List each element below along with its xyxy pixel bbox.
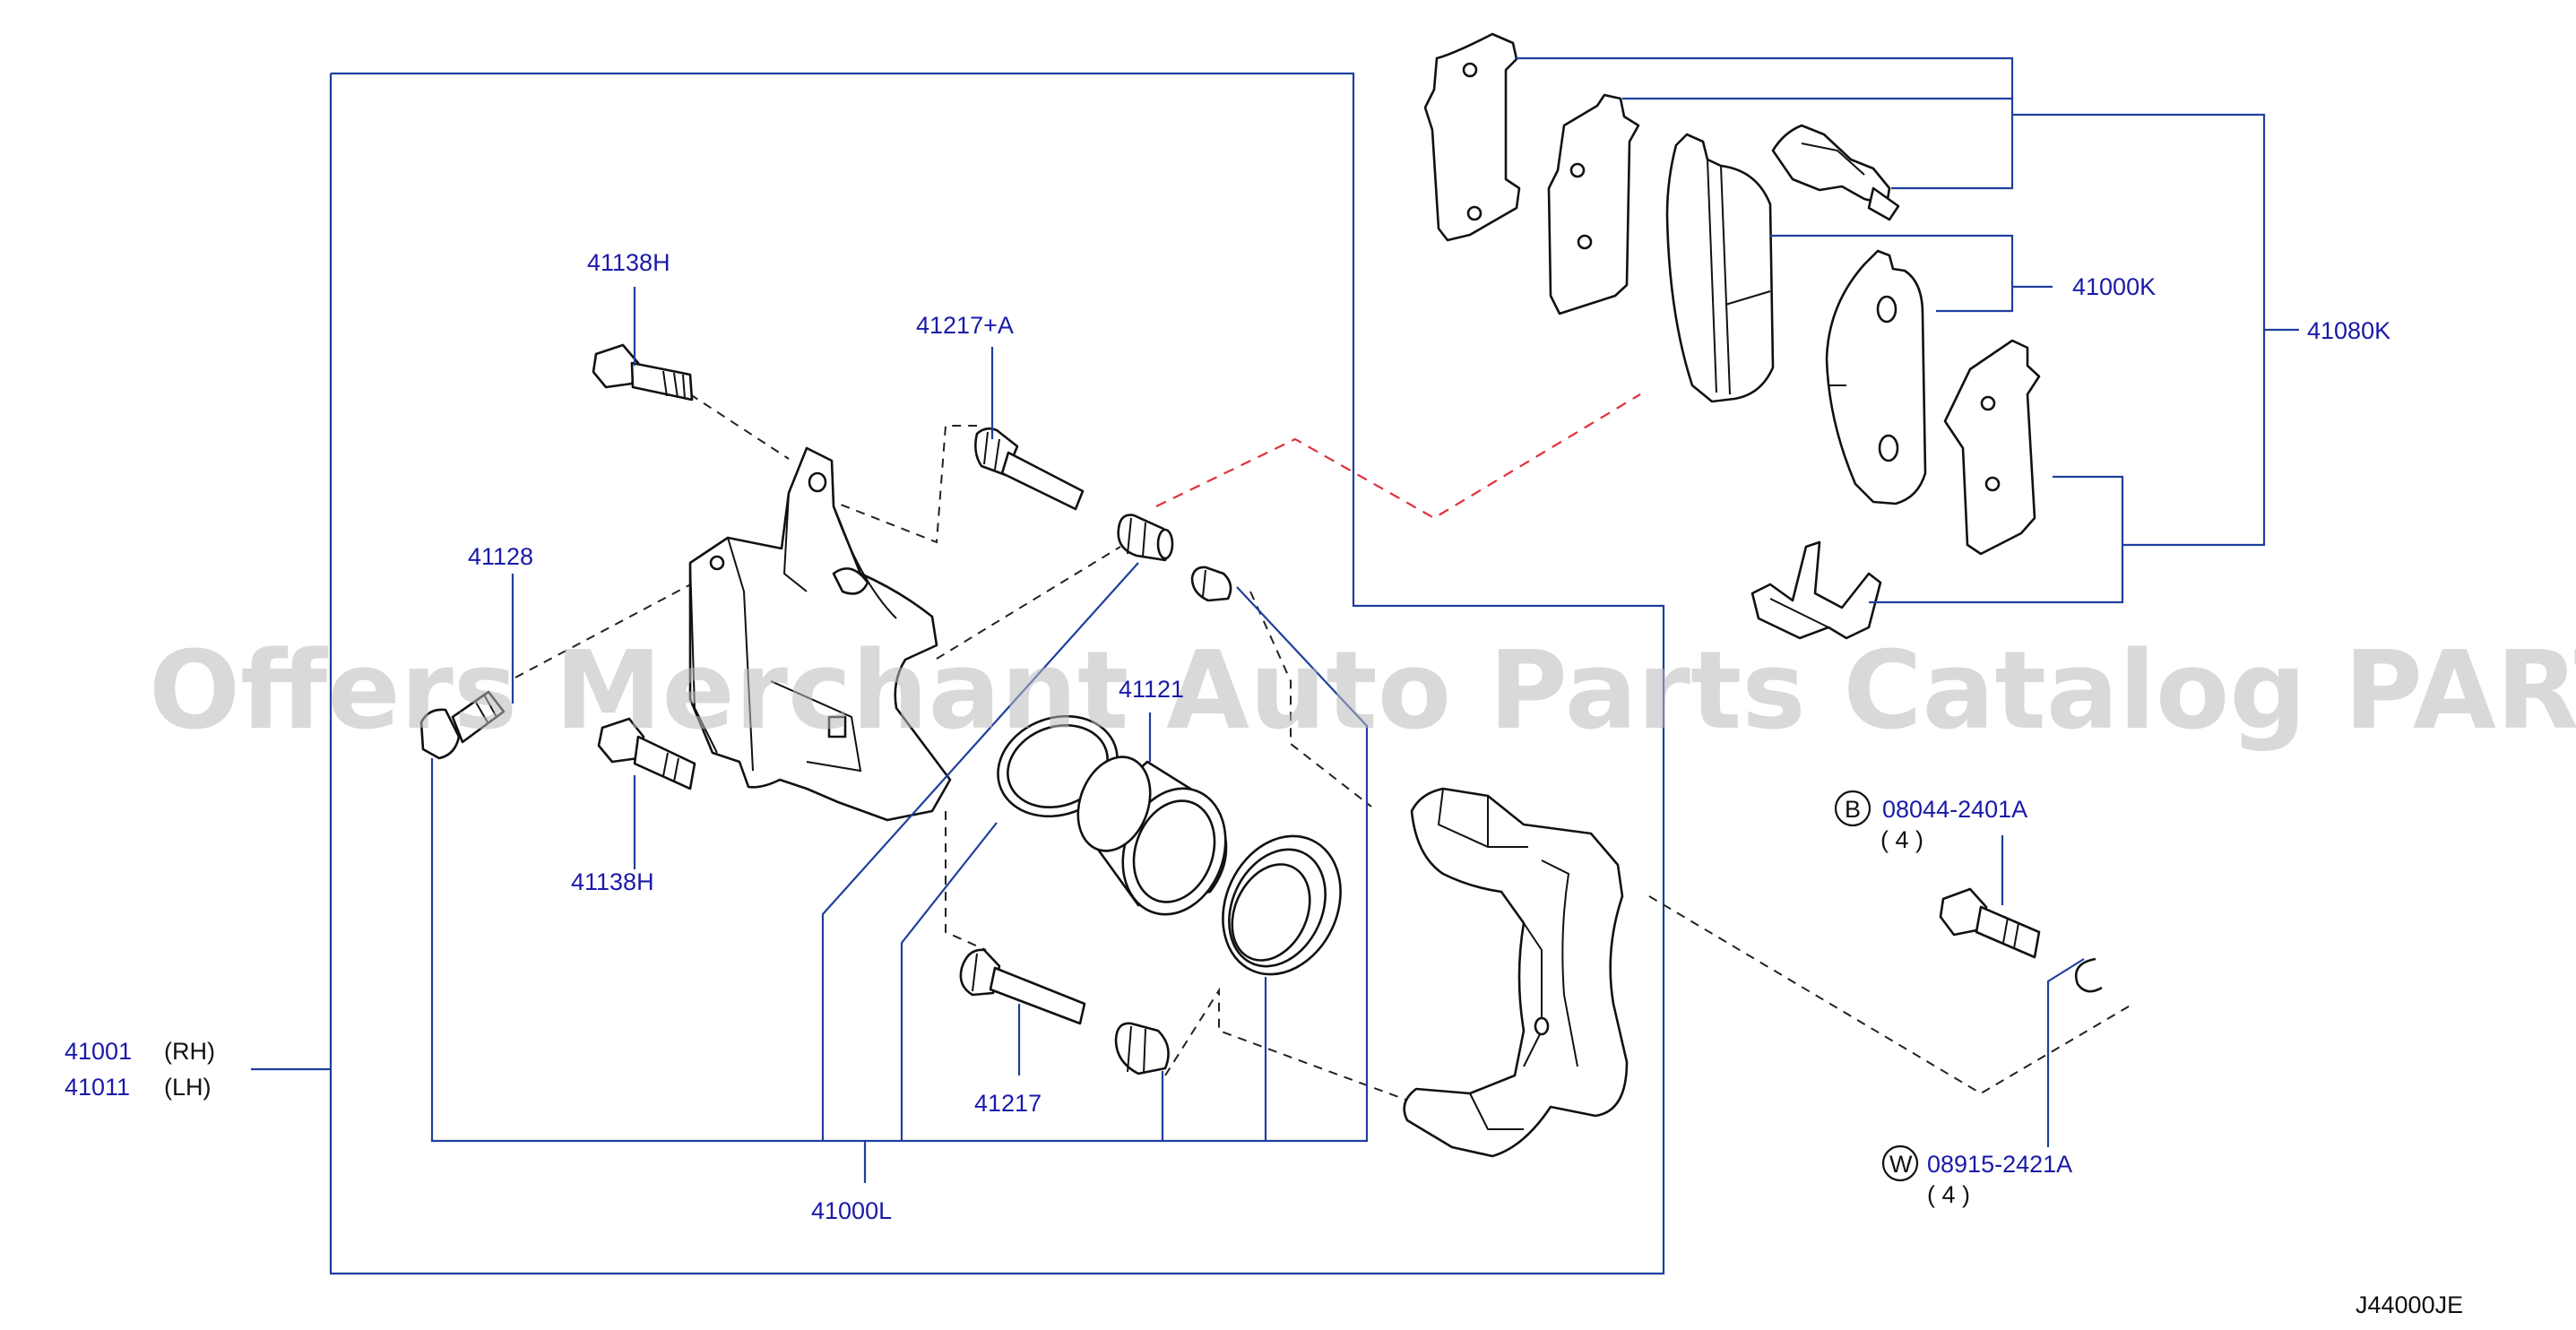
pad-shim-inner	[1547, 93, 1640, 315]
label-bolt-b-prefix: B	[1845, 796, 1861, 823]
label-washer-w: 08915-2421A	[1927, 1151, 2072, 1178]
explode-line-bleeder	[514, 578, 702, 678]
label-bolt-upper: 41138H	[587, 249, 670, 276]
brake-pad-outer	[1665, 133, 1775, 403]
label-repair-kit: 41000L	[811, 1197, 892, 1224]
label-bolt-b-qty: ( 4 )	[1880, 826, 1923, 853]
explode-line-bracket-bolt	[1648, 895, 2134, 1095]
explode-line-lower-bushing	[1164, 987, 1426, 1108]
piston-seal-41121	[997, 714, 1119, 818]
explode-line-upper-pin	[810, 425, 977, 544]
caliper-assembly-frame	[329, 72, 1665, 1275]
label-bolt-b: 08044-2401A	[1882, 796, 2027, 823]
leader-pad-set-4	[1869, 545, 2124, 604]
piston	[1076, 756, 1228, 916]
label-pad-kit: 41000K	[2072, 273, 2156, 300]
leader-washer-w	[2046, 958, 2085, 1147]
leader-pad-kit-3	[1936, 287, 2014, 313]
pad-retainer-clip	[1771, 124, 1900, 221]
leader-pad-kit	[1770, 234, 2014, 287]
label-caliper-rh: 41001	[65, 1038, 132, 1065]
diagram-code: J44000JE	[2356, 1291, 2463, 1318]
callout-circle-b	[1834, 790, 1871, 827]
explode-line-lower	[945, 811, 987, 951]
guide-pin-upper-41217a	[974, 427, 1085, 511]
caliper-body	[688, 446, 952, 822]
explode-line-upper-bolt	[689, 393, 790, 460]
guide-pin-lower-41217	[959, 948, 1086, 1025]
dust-boot	[1222, 834, 1342, 976]
leader-kit-bottom	[430, 586, 1369, 1143]
explode-line-boot	[936, 546, 1121, 660]
leader-pad-set	[1515, 56, 2014, 190]
watermark: Offers Merchant Auto Parts Catalog PARTS…	[149, 629, 2576, 754]
label-bleeder: 41128	[468, 543, 533, 570]
bolt-lower-41138h	[597, 717, 696, 790]
pad-spring-clip	[1750, 540, 1882, 640]
leader-kit-piston	[900, 822, 998, 1141]
callout-circle-w	[1881, 1144, 1919, 1182]
brake-pad-inner	[1825, 249, 1927, 505]
label-caliper-lh: 41011	[65, 1074, 130, 1101]
label-caliper-rh-side: (RH)	[164, 1038, 215, 1065]
bracket-washer-08915	[2074, 957, 2103, 993]
pad-shim-outer	[1423, 32, 1521, 242]
label-bolt-lower: 41138H	[571, 868, 654, 895]
label-washer-w-qty: ( 4 )	[1927, 1181, 1970, 1208]
pin-bushing-upper	[1190, 566, 1232, 602]
label-pin-upper: 41217+A	[916, 312, 1014, 339]
label-seal: 41121	[1119, 676, 1184, 703]
leader-kit-seal	[821, 562, 1139, 1141]
leader-pad-set-3	[2012, 113, 2266, 547]
pin-boot-upper	[1117, 514, 1174, 562]
bolt-upper-41138h	[592, 343, 694, 402]
bleeder-screw-41128	[419, 690, 506, 760]
label-washer-w-prefix: W	[1889, 1151, 1913, 1178]
label-caliper-lh-side: (LH)	[164, 1074, 212, 1101]
pin-boot-lower	[1114, 1022, 1170, 1075]
label-pad-set: 41080K	[2307, 317, 2390, 344]
label-pin-lower: 41217	[974, 1090, 1042, 1117]
explode-line-bushing	[1249, 591, 1372, 808]
explode-line-pad	[1155, 393, 1641, 520]
caliper-bracket	[1403, 787, 1629, 1158]
bracket-bolt-08044	[1939, 887, 2041, 959]
pad-shim-back	[1943, 339, 2041, 556]
